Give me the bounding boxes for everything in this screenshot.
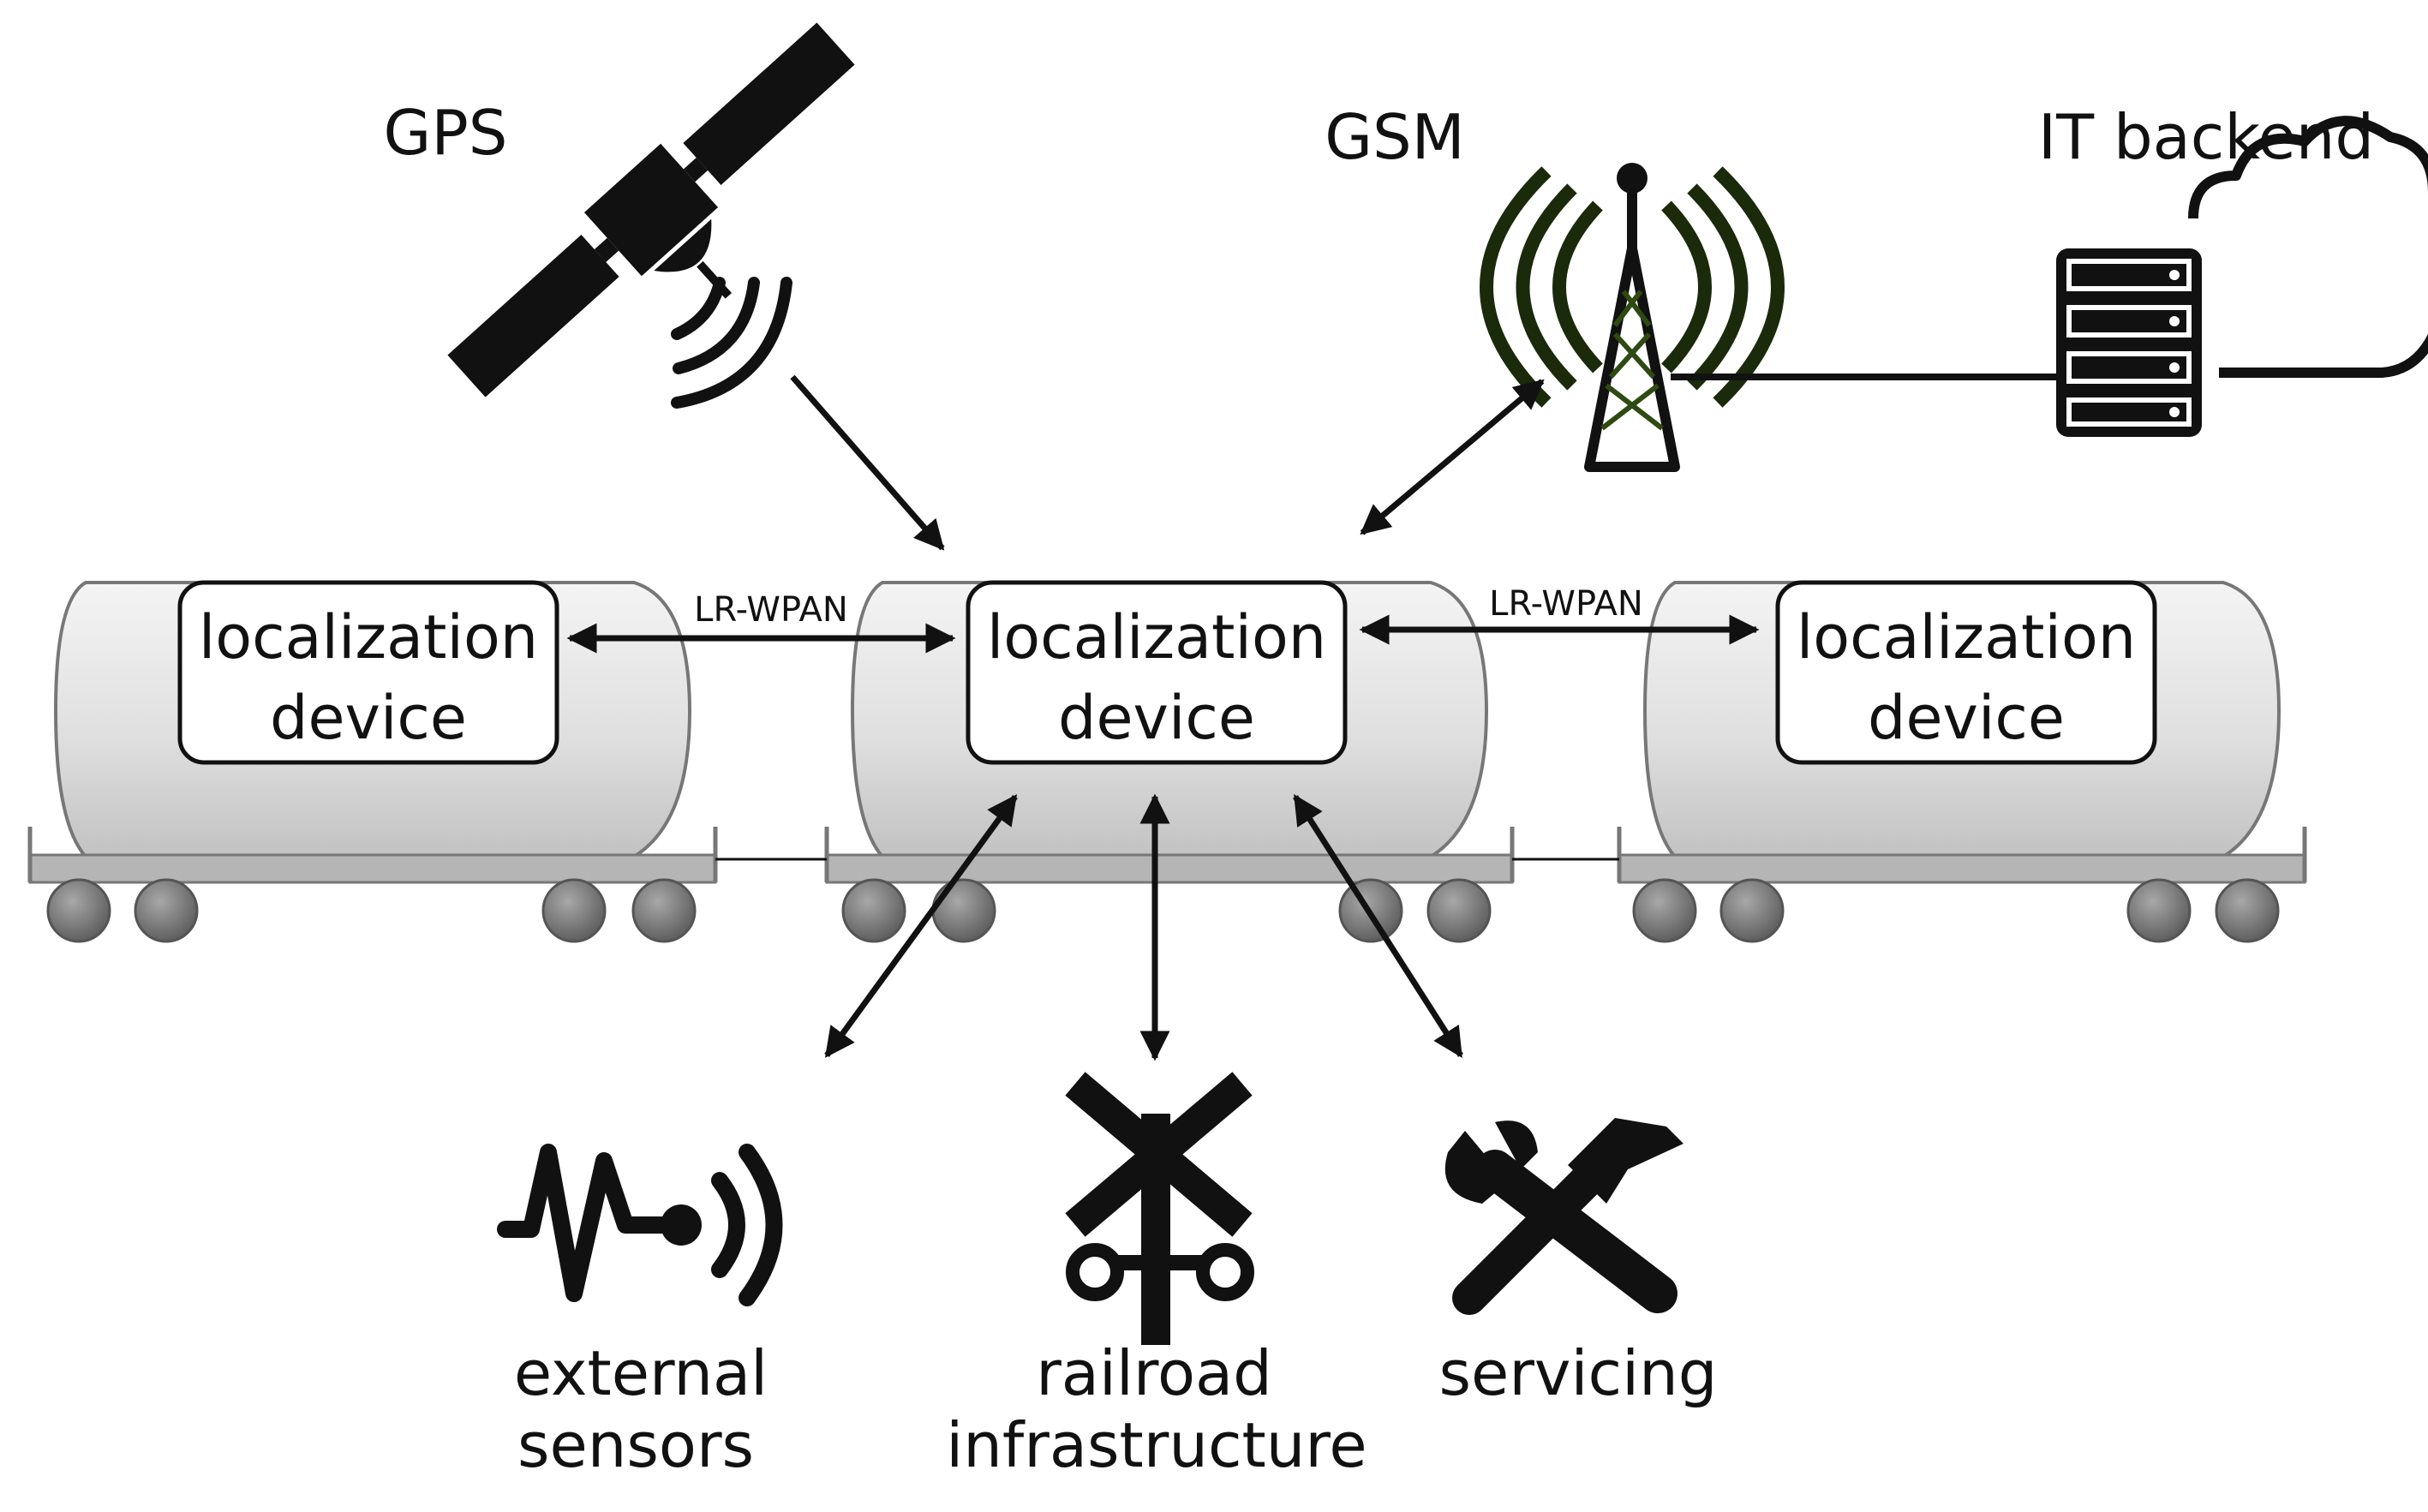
sensors-arrow (824, 794, 1018, 1058)
infrastructure-label-line1: railroad (1036, 1337, 1272, 1409)
device-right-line1: localization (1797, 602, 2136, 672)
servicing-label: servicing (1439, 1337, 1718, 1409)
server-rack-icon (2056, 248, 2202, 437)
sensor-signal-icon (497, 1144, 783, 1306)
sensors-label-line2: sensors (517, 1409, 754, 1481)
sensors-label-line1: external (514, 1337, 768, 1409)
device-center-line2: device (1058, 683, 1255, 753)
device-box-left: localization device (177, 580, 559, 765)
device-center-line1: localization (987, 602, 1326, 672)
device-left-line1: localization (199, 602, 538, 672)
lr-wpan-link-left: LR-WPAN (566, 590, 956, 654)
lr-wpan-label-right: LR-WPAN (1489, 584, 1643, 624)
wrench-hammer-icon (1444, 1118, 1683, 1315)
cell-tower-icon (1480, 163, 1785, 472)
it-backend-label: IT backend (2038, 101, 2374, 173)
lr-wpan-link-right: LR-WPAN (1359, 584, 1760, 645)
gsm-arrow (1360, 379, 1545, 535)
cloud-icon (2188, 116, 2428, 378)
device-box-center: localization device (966, 580, 1348, 765)
railroad-crossing-icon (1065, 1072, 1254, 1345)
infrastructure-label-line2: infrastructure (946, 1409, 1366, 1481)
gps-label: GPS (384, 97, 508, 169)
device-box-right: localization device (1775, 580, 2157, 765)
satellite-icon (447, 22, 855, 409)
servicing-arrow (1293, 794, 1463, 1058)
device-left-line2: device (270, 683, 467, 753)
gps-arrow (790, 374, 945, 551)
gsm-label: GSM (1325, 101, 1465, 173)
device-right-line2: device (1868, 683, 2065, 753)
lr-wpan-label-left: LR-WPAN (694, 590, 848, 630)
